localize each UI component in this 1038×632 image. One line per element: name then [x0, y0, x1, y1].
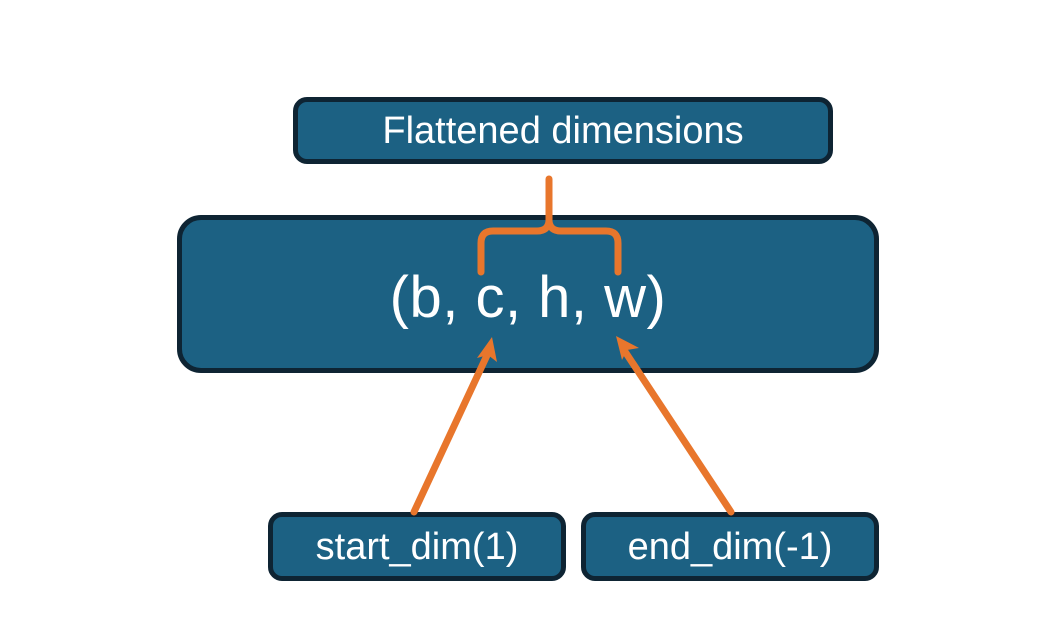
- flattened-dimensions-label: Flattened dimensions: [382, 109, 744, 152]
- start-dim-label: start_dim(1): [315, 525, 519, 568]
- tensor-shape-label: (b, c, h, w): [389, 265, 667, 330]
- end-dim-label: end_dim(-1): [627, 525, 833, 568]
- tensor-shape-node: (b, c, h, w): [177, 215, 879, 373]
- end-dim-node: end_dim(-1): [581, 512, 879, 581]
- flattened-dimensions-node: Flattened dimensions: [293, 97, 833, 164]
- start-dim-node: start_dim(1): [268, 512, 566, 581]
